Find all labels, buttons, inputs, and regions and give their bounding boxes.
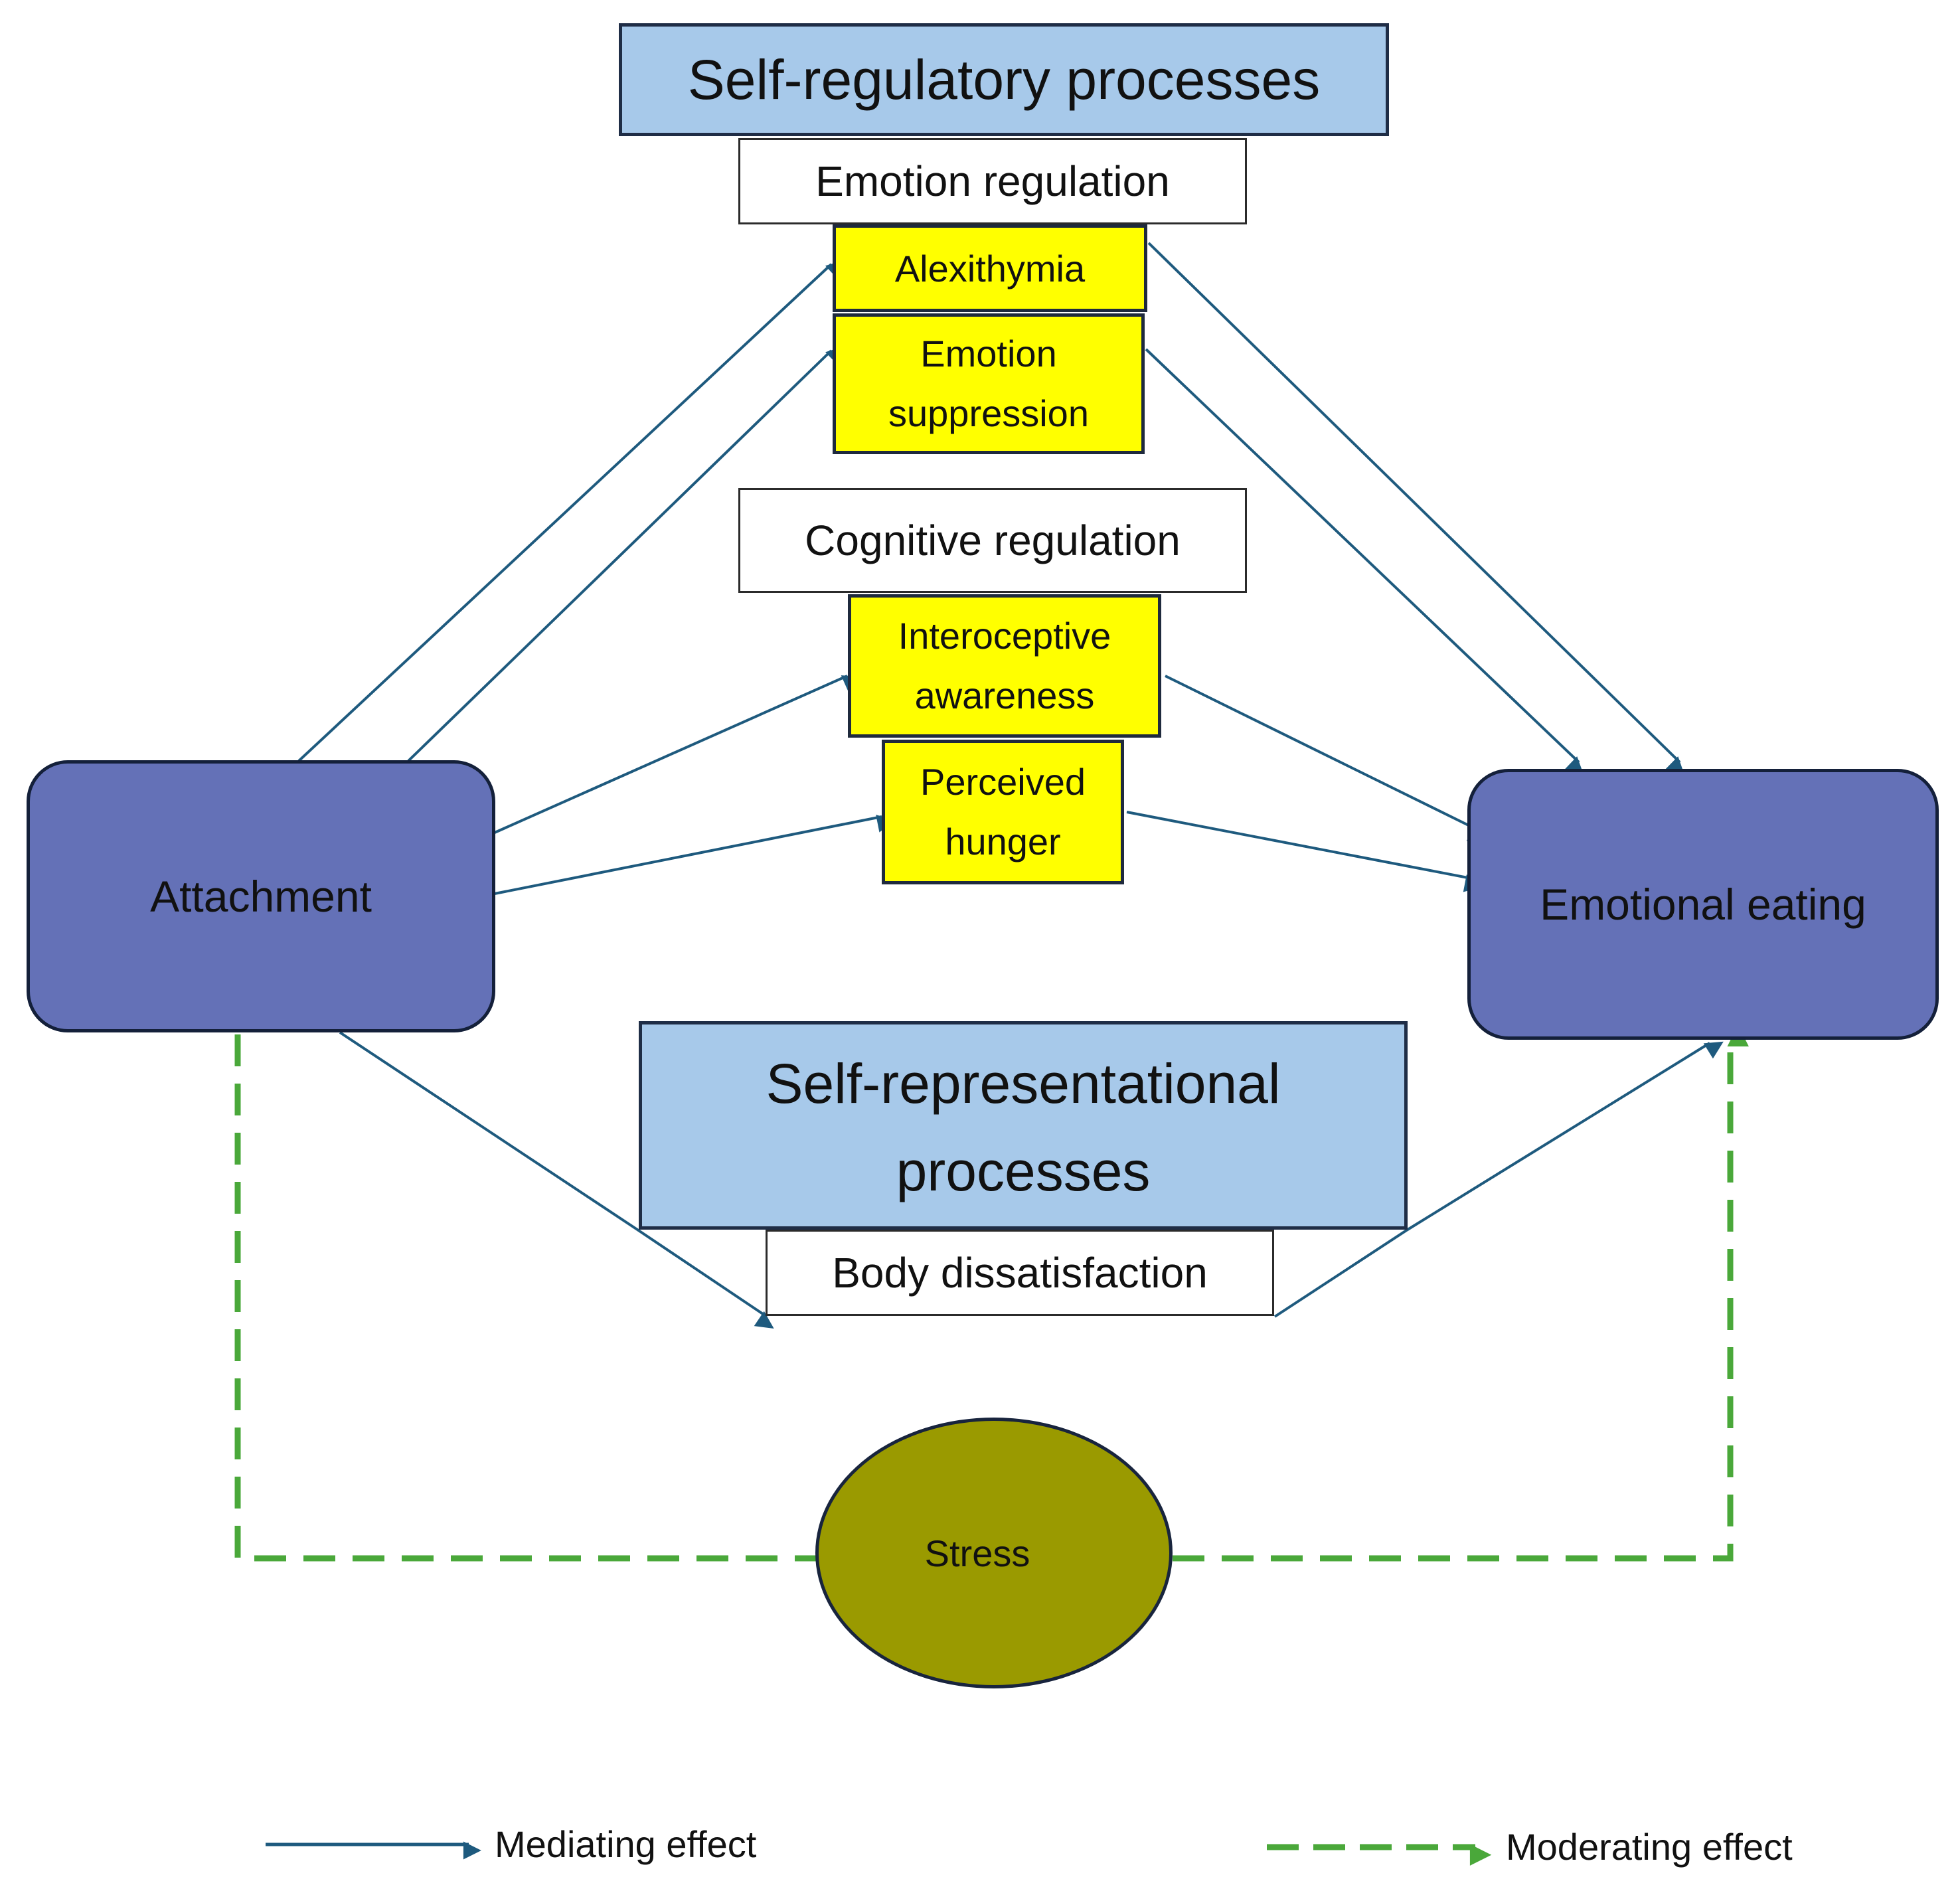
emotion-regulation-box: Emotion regulation xyxy=(738,138,1247,224)
arrow-body-dissatisfaction-emotional-eating xyxy=(1273,1041,1724,1318)
emotion-suppression-box: Emotion suppression xyxy=(833,313,1145,454)
cognitive-regulation-box: Cognitive regulation xyxy=(738,488,1247,593)
arrow-attachment-alexithymia xyxy=(297,260,845,762)
alexithymia-box: Alexithymia xyxy=(833,224,1147,312)
arrow-attachment-emotion-suppression xyxy=(407,346,845,762)
legend-mediating-label: Mediating effect xyxy=(495,1823,757,1865)
stress-label: Stress xyxy=(924,1532,1030,1574)
body-dissatisfaction-label: Body dissatisfaction xyxy=(832,1249,1208,1297)
emotion-regulation-label: Emotion regulation xyxy=(815,157,1170,205)
self-regulatory-processes-label: Self-regulatory processes xyxy=(687,48,1321,111)
body-dissatisfaction-box: Body dissatisfaction xyxy=(766,1230,1274,1316)
legend-moderating-label: Moderating effect xyxy=(1506,1826,1793,1868)
arrow-alexithymia-emotional-eating xyxy=(1147,242,1685,776)
self-representational-label-line1: Self-representational xyxy=(766,1052,1281,1115)
perceived-hunger-label-line1: Perceived xyxy=(920,761,1086,803)
emotional-eating-node: Emotional eating xyxy=(1467,769,1939,1040)
interoceptive-awareness-label-line1: Interoceptive xyxy=(898,615,1111,657)
attachment-label: Attachment xyxy=(150,872,372,921)
arrow-emotion-suppression-emotional-eating xyxy=(1145,348,1584,776)
stress-node: Stress xyxy=(815,1418,1173,1688)
arrow-attachment-body-dissatisfaction xyxy=(339,1031,774,1329)
arrow-attachment-interoceptive-awareness xyxy=(494,675,861,834)
arrow-interoceptive-awareness-emotional-eating xyxy=(1165,675,1487,841)
self-regulatory-processes-header: Self-regulatory processes xyxy=(619,23,1389,136)
cognitive-regulation-label: Cognitive regulation xyxy=(805,517,1181,564)
arrow-perceived-hunger-emotional-eating xyxy=(1126,811,1483,892)
emotional-eating-label: Emotional eating xyxy=(1540,880,1866,929)
self-representational-processes-header: Self-representational processes xyxy=(639,1021,1408,1230)
interoceptive-awareness-box: Interoceptive awareness xyxy=(848,594,1161,738)
alexithymia-label: Alexithymia xyxy=(894,247,1086,289)
perceived-hunger-label-line2: hunger xyxy=(945,821,1061,862)
moderation-path-attachment-stress xyxy=(234,1034,819,1562)
arrow-attachment-perceived-hunger xyxy=(494,815,896,895)
perceived-hunger-box: Perceived hunger xyxy=(882,740,1124,884)
interoceptive-awareness-label-line2: awareness xyxy=(914,675,1095,716)
moderation-path-stress-emotional-eating xyxy=(1173,1024,1749,1562)
attachment-node: Attachment xyxy=(27,760,495,1032)
emotion-suppression-label-line1: Emotion xyxy=(920,333,1057,374)
emotion-suppression-label-line2: suppression xyxy=(888,392,1089,434)
self-representational-label-line2: processes xyxy=(896,1140,1151,1202)
